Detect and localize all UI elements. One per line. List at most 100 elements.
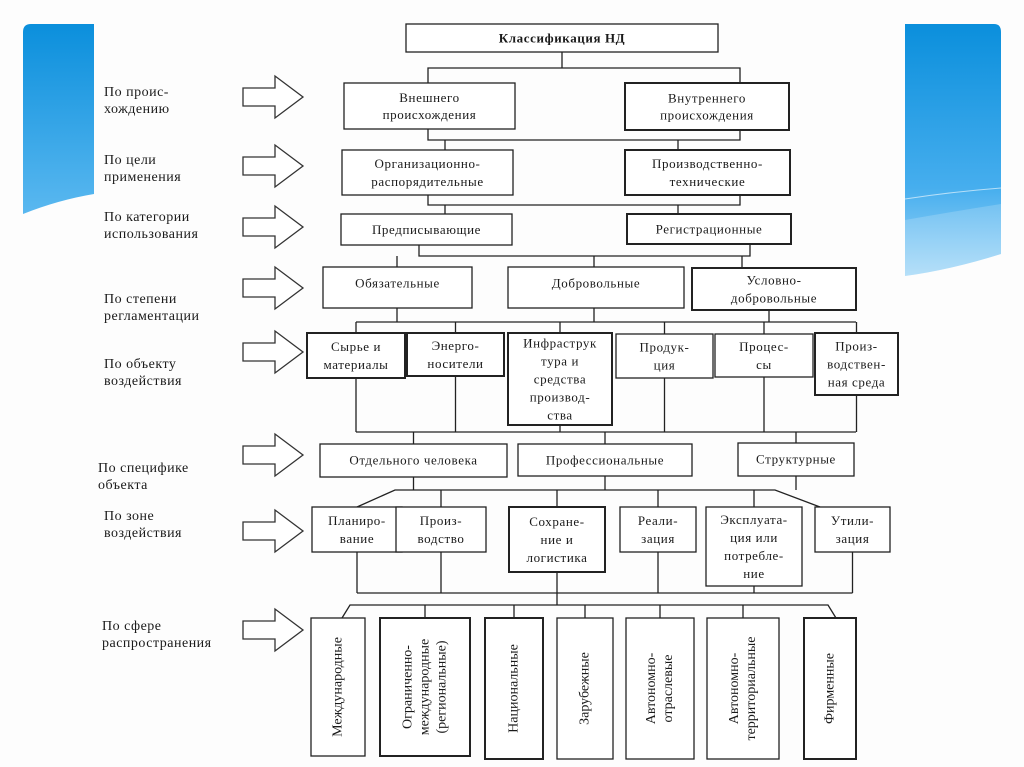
node-internal-label: Внутреннего	[668, 91, 746, 106]
node-raw-label: Сырье и	[331, 339, 381, 354]
node-storage-box	[508, 506, 606, 573]
node-professional-box	[517, 443, 693, 477]
node-infra-label: средства	[534, 372, 586, 387]
category-label: распространения	[102, 636, 212, 651]
node-regional-label: Ограниченно-	[401, 645, 416, 729]
right-arrow-icon	[242, 74, 305, 120]
node-regional-label: международные	[418, 639, 433, 735]
right-blue-panel	[905, 24, 1001, 276]
node-national-box	[484, 617, 544, 760]
right-arrow-icon	[242, 265, 305, 311]
node-energy: Энерго-носители	[406, 332, 505, 377]
node-storage-label: Сохране-	[529, 514, 584, 529]
node-international-box	[310, 617, 366, 757]
right-arrow-icon	[242, 204, 305, 250]
node-disposal-label: зация	[836, 531, 870, 546]
category-label: По степени	[104, 292, 177, 307]
node-org-label: Организационно-	[375, 156, 481, 171]
node-operation-label: потребле-	[724, 548, 784, 563]
node-infra-label: ства	[547, 408, 573, 423]
node-individual: Отдельного человека	[319, 443, 508, 478]
category-label: использования	[104, 227, 198, 242]
right-arrow-icon	[242, 329, 305, 375]
node-org: Организационно-распорядительные	[341, 149, 514, 196]
node-planning-label: вание	[340, 531, 374, 546]
node-regist: Регистрационные	[626, 213, 792, 245]
node-operation-box	[705, 506, 803, 587]
node-production-label: Произ-	[420, 513, 462, 528]
node-autobranch: Автономно-отраслевые	[625, 617, 695, 760]
node-prescr-box	[340, 213, 513, 246]
node-processes: Процес-сы	[714, 333, 814, 378]
node-env-box	[814, 332, 899, 396]
node-foreign: Зарубежные	[556, 617, 614, 760]
node-energy-label: носители	[427, 356, 483, 371]
node-national-label: Национальные	[507, 644, 522, 733]
category-label: По объекту	[104, 357, 176, 372]
category-object: По объекту воздействия	[104, 357, 182, 389]
node-sales-label: Реали-	[638, 513, 678, 528]
node-professional-label: Профессиональные	[546, 453, 664, 468]
diagram-title-box	[405, 23, 719, 53]
node-products: Продук-ция	[615, 333, 714, 379]
node-voluntary-box	[507, 266, 685, 309]
connector-line	[427, 129, 741, 141]
node-autobranch-label: отраслевые	[661, 655, 676, 723]
node-planning: Планиро-вание	[311, 506, 403, 553]
node-energy-label: Энерго-	[432, 338, 480, 353]
node-regist-label: Регистрационные	[656, 222, 763, 237]
node-operation-label: Эксплуата-	[720, 512, 788, 527]
node-env-label: ная среда	[828, 375, 886, 390]
node-mandatory-box	[322, 266, 473, 309]
connector-line	[341, 604, 837, 619]
node-org-box	[341, 149, 514, 196]
node-regional-label: (региональные)	[435, 640, 450, 733]
category-label: По зоне	[104, 509, 154, 524]
node-production: Произ-водство	[395, 506, 487, 553]
node-raw: Сырье и материалы	[306, 332, 406, 379]
right-arrow-icon	[242, 508, 305, 554]
node-products-box	[615, 333, 714, 379]
node-processes-label: сы	[756, 357, 772, 372]
right-arrow-icon	[242, 143, 305, 189]
category-label: По специфике	[98, 461, 189, 476]
category-label: воздействия	[104, 374, 182, 389]
node-env-label: Произ-	[835, 339, 877, 354]
node-products-label: Продук-	[640, 340, 690, 355]
node-structural-box	[737, 442, 855, 477]
node-energy-box	[406, 332, 505, 377]
connector-line	[418, 244, 751, 257]
node-voluntary-label: Добровольные	[552, 276, 640, 291]
node-processes-box	[714, 333, 814, 378]
connectors	[341, 52, 858, 619]
node-infra-box	[507, 332, 613, 426]
node-internal-box	[624, 82, 790, 131]
node-structural: Структурные	[737, 442, 855, 477]
node-raw-box	[306, 332, 406, 379]
node-production-box	[395, 506, 487, 553]
category-label: По проис-	[104, 85, 169, 100]
node-structural-label: Структурные	[756, 452, 836, 467]
node-international: Международные	[310, 617, 366, 757]
node-prod-box	[624, 149, 791, 196]
node-prod: Производственно-технические	[624, 149, 791, 196]
node-prod-label: технические	[670, 174, 746, 189]
node-autoterr-box	[706, 617, 780, 760]
node-condvol-box	[691, 267, 857, 311]
node-condvol-label: Условно-	[746, 273, 801, 288]
node-planning-label: Планиро-	[328, 513, 386, 528]
node-mandatory: Обязательные	[322, 266, 473, 309]
node-raw-label: материалы	[324, 357, 389, 372]
node-regist-box	[626, 213, 792, 245]
left-blue-panel	[23, 24, 94, 214]
node-voluntary: Добровольные	[507, 266, 685, 309]
category-label: воздействия	[104, 526, 182, 541]
node-prescr: Предписывающие	[340, 213, 513, 246]
